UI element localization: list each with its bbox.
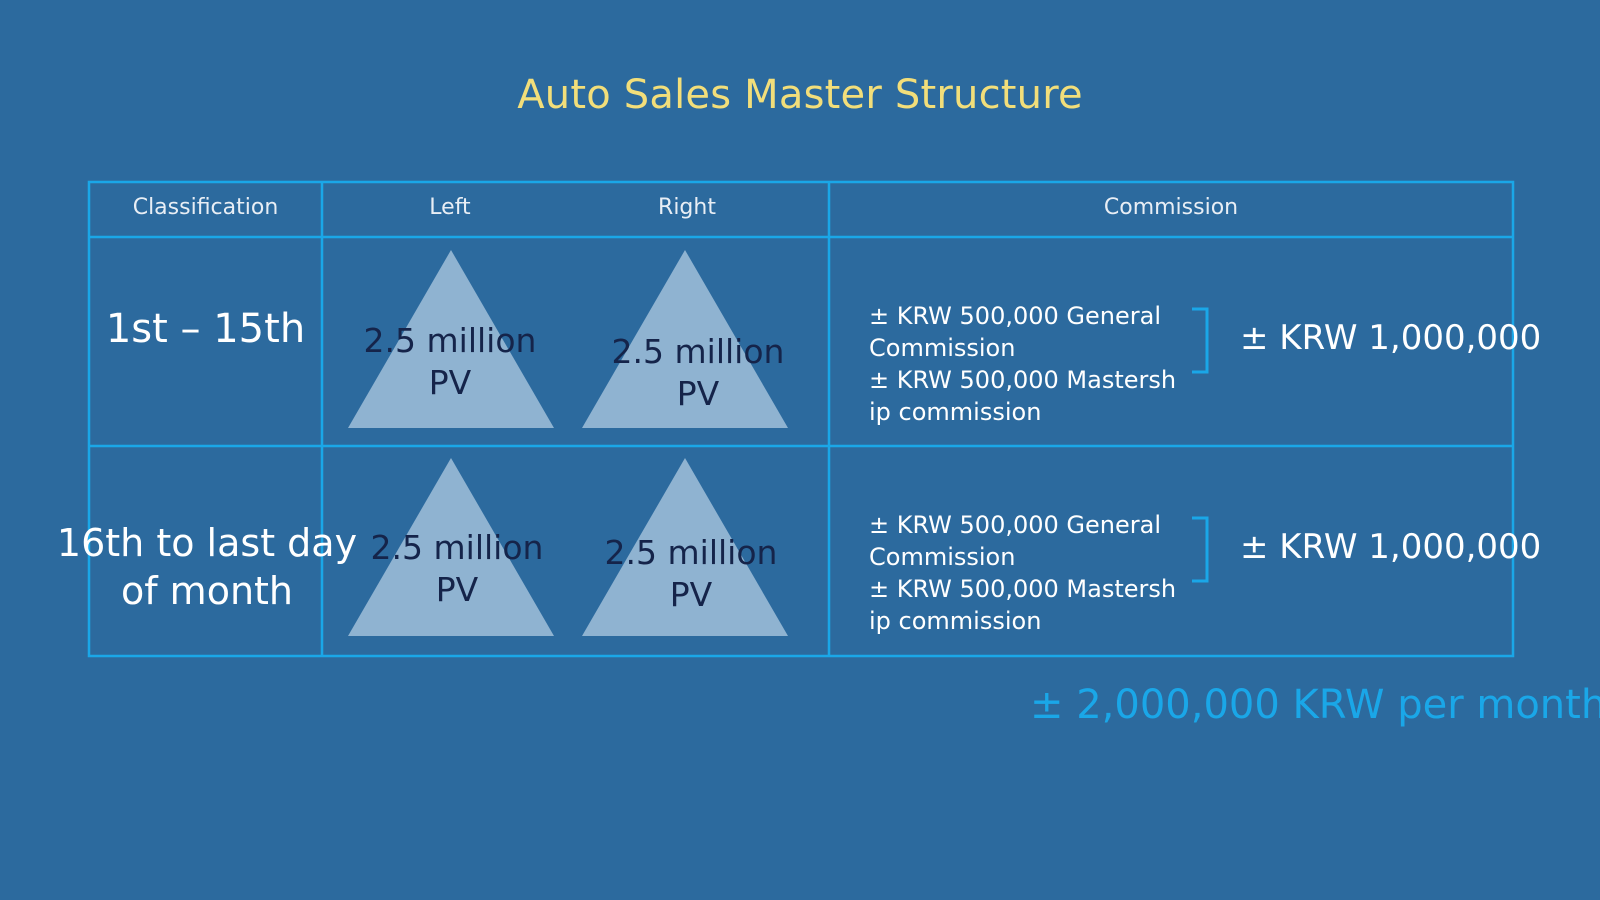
row-2-classification-line-1: 16th to last day [56,521,358,565]
row-1-commission-line-2: Commission [869,334,1016,362]
bracket-row-2 [1192,516,1209,583]
row-2-right-pv: 2.5 million PV [591,532,791,616]
row-2-commission-line-1: ± KRW 500,000 General [869,511,1161,539]
row-2-classification-line-2: of month [120,569,294,613]
row-2-right-triangle [582,458,788,636]
row-2-right-pv-unit: PV [669,575,713,614]
row-1-left-pv-value: 2.5 million [363,321,537,360]
bracket-row-1 [1192,307,1209,374]
row-2-commission-lines: ± KRW 500,000 General Commission ± KRW 5… [869,509,1176,637]
row-2-left-pv: 2.5 million PV [357,527,557,611]
row-1-commission-line-4: ip commission [869,398,1042,426]
row-1-right-pv: 2.5 million PV [598,331,798,415]
row-2-left-pv-value: 2.5 million [370,528,544,567]
row-2-classification: 16th to last day of month [48,519,366,615]
row-1-commission-total: ± KRW 1,000,000 [1240,318,1542,358]
row-2-commission-line-4: ip commission [869,607,1042,635]
slide-title: Auto Sales Master Structure [517,72,1083,118]
row-2-commission-total: ± KRW 1,000,000 [1240,527,1542,567]
row-2-commission-line-2: Commission [869,543,1016,571]
row-1-right-pv-value: 2.5 million [611,332,785,371]
row-1-classification: 1st – 15th [105,306,306,352]
row-2-left-triangle [348,458,554,636]
table-border [87,180,1515,658]
header-commission: Commission [1103,195,1239,220]
row-2-left-pv-unit: PV [435,570,479,609]
row-1-commission-lines: ± KRW 500,000 General Commission ± KRW 5… [869,300,1176,428]
row-1-right-triangle [582,250,788,428]
row-1-left-pv: 2.5 million PV [350,320,550,404]
row-1-left-pv-unit: PV [428,363,472,402]
row-1-right-pv-unit: PV [676,374,720,413]
row-1-commission-line-3: ± KRW 500,000 Mastersh [869,366,1177,394]
header-right: Right [658,195,716,220]
header-left: Left [429,195,471,220]
row-1-left-triangle [348,250,554,428]
header-classification: Classification [132,195,279,220]
monthly-total: ± 2,000,000 KRW per month [1030,682,1600,728]
row-2-commission-line-3: ± KRW 500,000 Mastersh [869,575,1177,603]
row-1-commission-line-1: ± KRW 500,000 General [869,302,1161,330]
row-2-right-pv-value: 2.5 million [604,533,778,572]
